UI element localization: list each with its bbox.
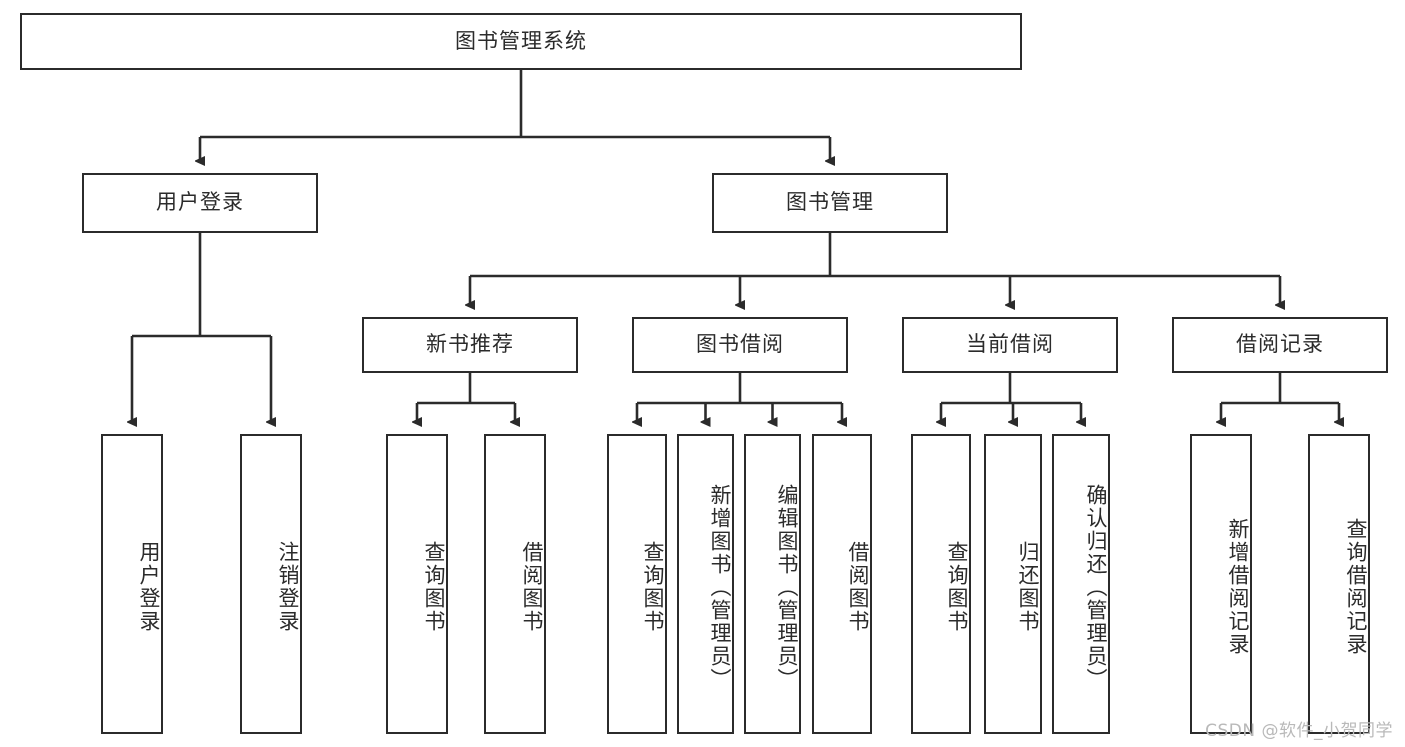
node-label: 查询借阅记录 — [1344, 518, 1368, 656]
node-leaf-borrow-book[interactable]: 借阅图书 — [812, 434, 872, 734]
node-leaf-query-borrow-record[interactable]: 查询借阅记录 — [1308, 434, 1370, 734]
node-label: 查询图书 — [945, 541, 969, 633]
node-leaf-user-logout[interactable]: 注销登录 — [240, 434, 302, 734]
node-label: 用户登录 — [137, 541, 161, 633]
node-label: 查询图书 — [422, 541, 446, 633]
node-leaf-return-book[interactable]: 归还图书 — [984, 434, 1042, 734]
watermark-text: CSDN @软件_小贺同学 — [1205, 721, 1393, 741]
node-label: 借阅图书 — [520, 541, 544, 633]
node-leaf-confirm-return-admin[interactable]: 确认归还（管理员） — [1052, 434, 1110, 734]
node-label: 归还图书 — [1016, 541, 1040, 633]
node-label: 新增图书（管理员） — [708, 483, 732, 691]
node-label: 借阅记录 — [1236, 332, 1324, 357]
node-label: 图书借阅 — [696, 332, 784, 357]
node-label: 借阅图书 — [846, 541, 870, 633]
node-label: 查询图书 — [641, 541, 665, 633]
node-borrow-record[interactable]: 借阅记录 — [1172, 317, 1388, 373]
node-leaf-add-book-admin[interactable]: 新增图书（管理员） — [677, 434, 734, 734]
node-label: 新增借阅记录 — [1226, 518, 1250, 656]
node-current-borrow[interactable]: 当前借阅 — [902, 317, 1118, 373]
node-leaf-user-login[interactable]: 用户登录 — [101, 434, 163, 734]
node-book-borrow[interactable]: 图书借阅 — [632, 317, 848, 373]
node-root-title[interactable]: 图书管理系统 — [20, 13, 1022, 70]
node-label: 编辑图书（管理员） — [775, 483, 799, 691]
node-leaf-add-borrow-record[interactable]: 新增借阅记录 — [1190, 434, 1252, 734]
node-label: 图书管理 — [786, 190, 874, 215]
node-leaf-new-query-book[interactable]: 查询图书 — [386, 434, 448, 734]
node-label: 图书管理系统 — [455, 28, 587, 53]
node-label: 注销登录 — [276, 541, 300, 633]
node-leaf-borrow-query-book[interactable]: 查询图书 — [607, 434, 667, 734]
node-leaf-current-query-book[interactable]: 查询图书 — [911, 434, 971, 734]
node-label: 确认归还（管理员） — [1084, 483, 1108, 691]
node-label: 当前借阅 — [966, 332, 1054, 357]
node-book-management-module[interactable]: 图书管理 — [712, 173, 948, 233]
node-label: 新书推荐 — [426, 332, 514, 357]
node-leaf-edit-book-admin[interactable]: 编辑图书（管理员） — [744, 434, 801, 734]
node-user-login-module[interactable]: 用户登录 — [82, 173, 318, 233]
node-label: 用户登录 — [156, 190, 244, 215]
node-new-book-recommend[interactable]: 新书推荐 — [362, 317, 578, 373]
node-leaf-new-borrow-book[interactable]: 借阅图书 — [484, 434, 546, 734]
